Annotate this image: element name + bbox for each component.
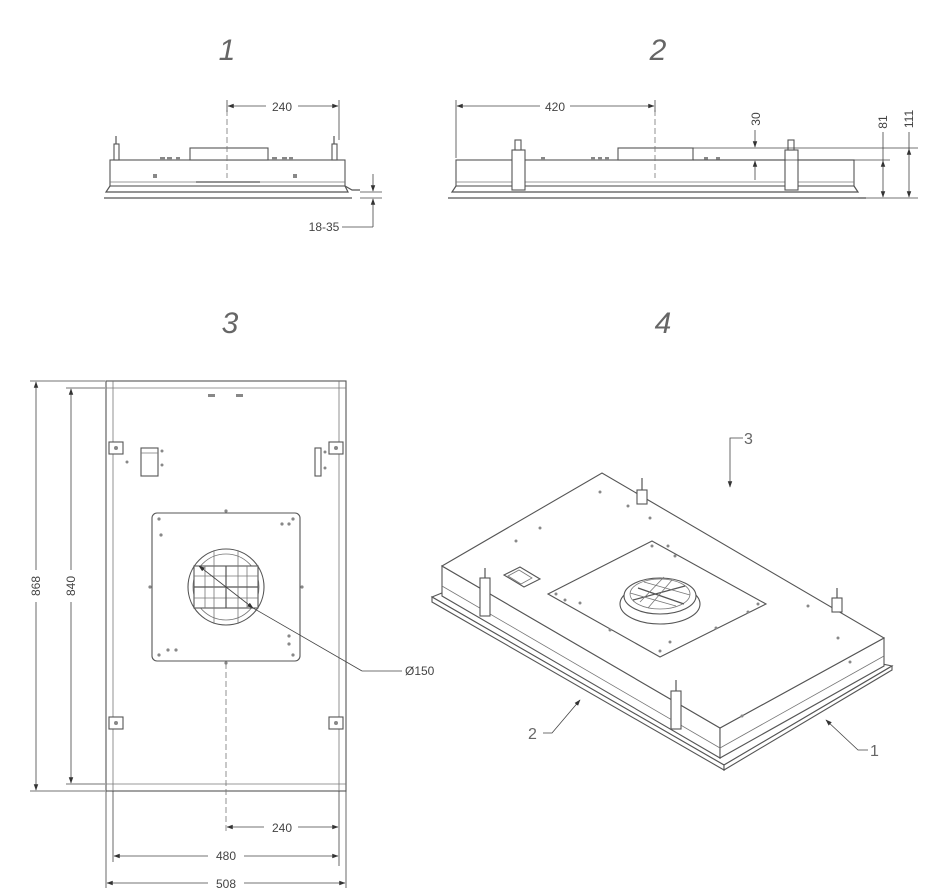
dim-v3-depth-outer: 868 <box>29 576 43 596</box>
dim-v3-depth-inner: 840 <box>64 576 78 596</box>
dim-v2-collar: 30 <box>749 112 763 126</box>
dim-v2-total: 111 <box>902 110 916 129</box>
dim-v3-offset: 240 <box>272 821 292 835</box>
view-1-title: 1 <box>219 34 236 67</box>
dim-v1-gap: 18-35 <box>309 220 340 234</box>
dim-v3-diameter: Ø150 <box>405 664 435 678</box>
dim-v3-width-outer: 508 <box>216 877 236 890</box>
view-3-plan: Ø150 868 840 240 480 508 <box>29 380 435 890</box>
view-1-side-elevation: 240 18-35 <box>104 100 382 234</box>
dim-v2-offset: 420 <box>545 100 565 114</box>
view-2-title: 2 <box>649 34 667 67</box>
dim-v3-width-inner: 480 <box>216 849 236 863</box>
view-2-front-elevation: 420 30 81 111 <box>448 100 918 199</box>
callout-1-side-face: 1 <box>870 743 879 760</box>
view-4-title: 4 <box>655 307 672 340</box>
view-3-title: 3 <box>222 307 239 340</box>
callout-3-top-face: 3 <box>744 431 753 448</box>
callout-2-front-face: 2 <box>528 726 537 743</box>
dim-v2-body: 81 <box>876 115 890 129</box>
dim-v1-width: 240 <box>272 100 292 114</box>
view-4-isometric: 3 2 1 <box>430 431 894 771</box>
